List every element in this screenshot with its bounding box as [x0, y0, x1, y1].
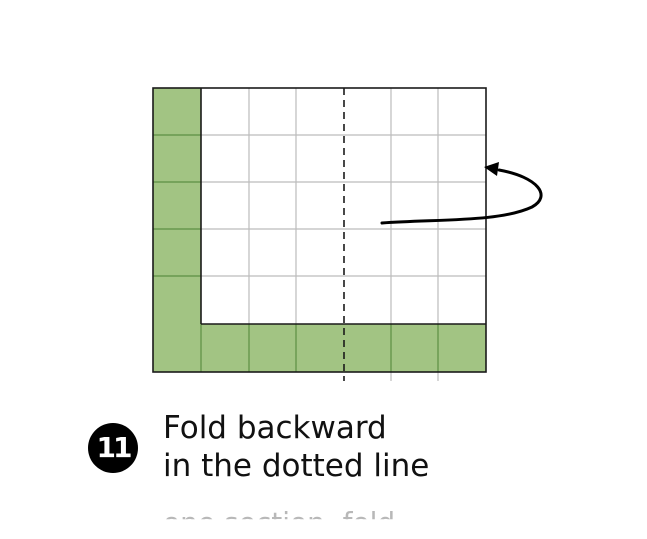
grid-line-extensions [390, 372, 439, 381]
cut-off-next-text: one section, fold [163, 506, 396, 539]
fold-diagram [152, 87, 543, 381]
paper-grid [152, 87, 487, 381]
instruction-line-2: in the dotted line [163, 448, 430, 484]
paper-outline [152, 87, 487, 373]
instruction-line-1: Fold backward [163, 410, 387, 446]
green-grid-lines [153, 134, 439, 372]
grid-lines [201, 88, 486, 324]
fold-backward-arrow [380, 162, 543, 225]
step-instruction: Fold backward in the dotted line [163, 409, 429, 485]
green-left-strip [153, 88, 201, 324]
green-bottom-strip [153, 324, 486, 372]
step-number-badge: 11 [88, 423, 138, 473]
